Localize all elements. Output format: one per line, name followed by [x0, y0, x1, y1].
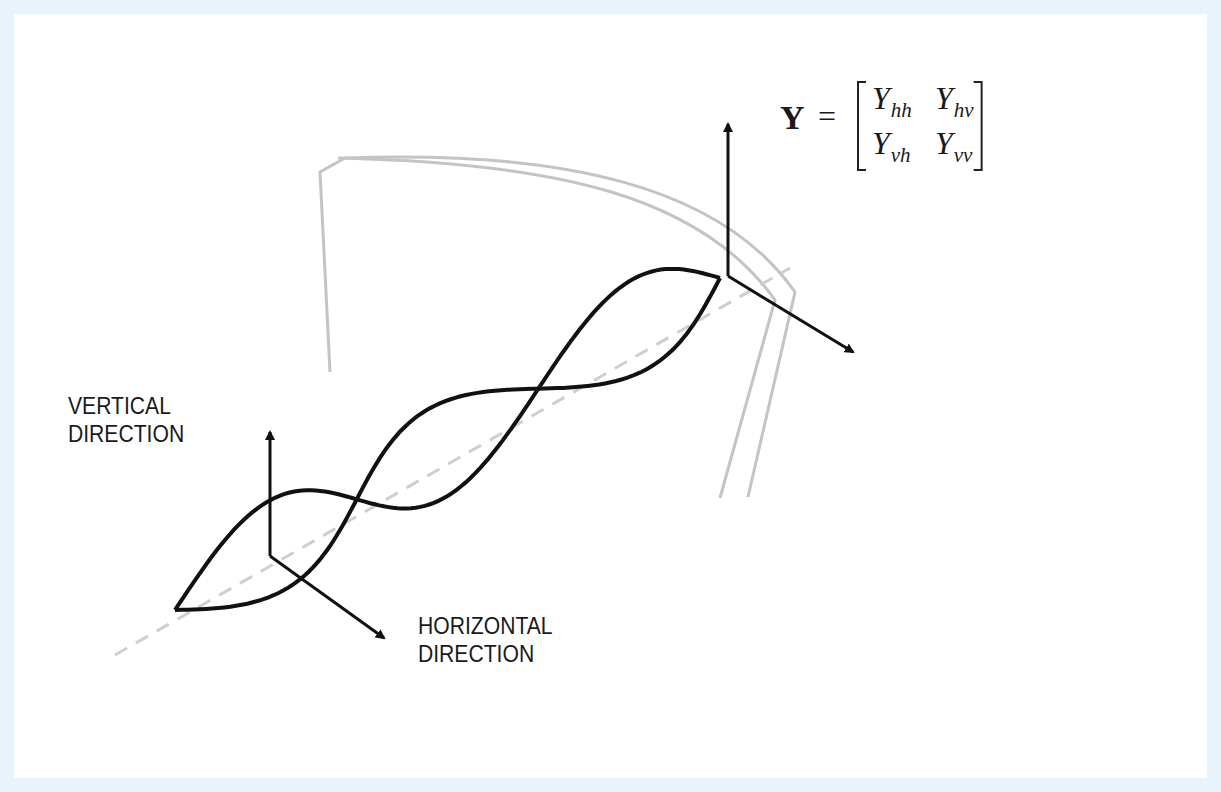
direction-label: HORIZONTAL DIRECTION: [418, 612, 585, 667]
vertical-wave: [175, 269, 720, 610]
propagation-axis: [115, 268, 790, 655]
matrix-entry: Y: [935, 125, 953, 162]
entry-subscript: vh: [891, 143, 911, 167]
equals-sign: =: [818, 98, 836, 135]
white-panel: [14, 14, 1207, 778]
entry-subscript: hv: [954, 98, 974, 122]
horizontal-wave: [175, 278, 720, 610]
axis-arrows: [270, 124, 853, 638]
entry-subscript: hh: [891, 98, 912, 122]
matrix-entry: Y: [935, 80, 953, 117]
matrix-symbol: Y: [780, 98, 805, 137]
matrix-entry: Y: [872, 80, 890, 117]
matrix-entry: Y: [872, 125, 890, 162]
entry-subscript: vv: [954, 143, 973, 167]
curved-guide: [320, 157, 795, 498]
direction-label: VERTICAL DIRECTION: [68, 392, 235, 447]
